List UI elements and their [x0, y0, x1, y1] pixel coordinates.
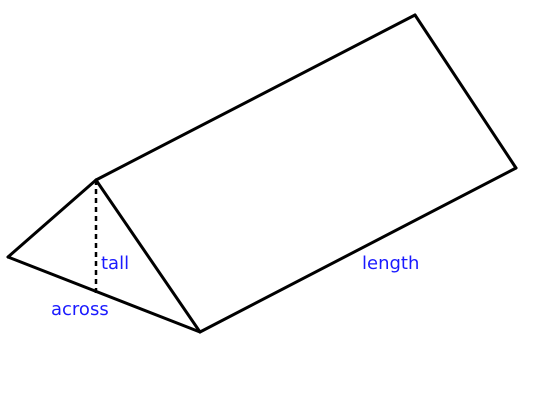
bottom-length-edge	[198, 166, 518, 334]
top-length-edge	[94, 13, 417, 182]
length-label: length	[362, 253, 419, 274]
front-right-edge	[94, 178, 202, 334]
front-base-edge	[6, 255, 202, 334]
back-right-edge	[413, 13, 518, 170]
height-label: tall	[101, 253, 129, 274]
rectangular-face	[94, 13, 518, 334]
front-triangle-face	[6, 178, 202, 334]
front-left-edge	[6, 178, 98, 259]
base-label: across	[51, 299, 109, 320]
